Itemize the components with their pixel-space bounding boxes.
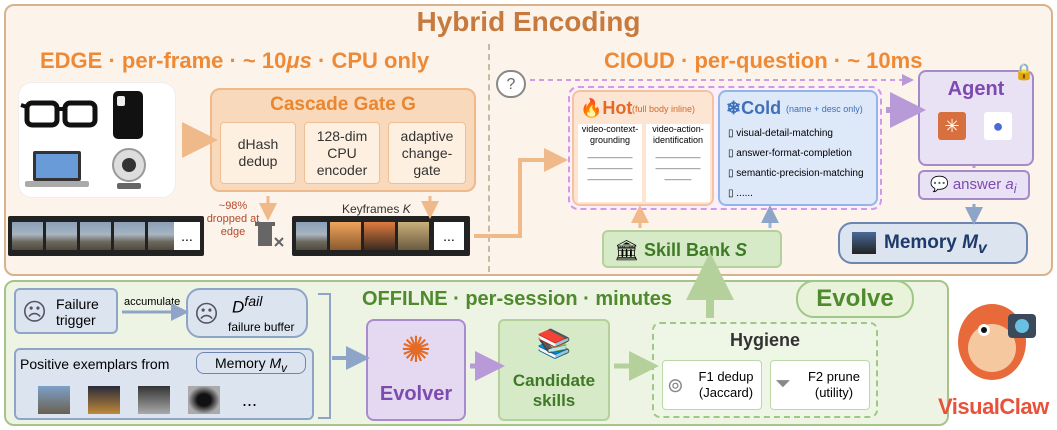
hygiene-f2: ⏷ F2 prune (utility) xyxy=(770,360,870,410)
hygiene-f1: ⊚ F1 dedup (Jaccard) xyxy=(662,360,762,410)
positive-memory: Memory Mv xyxy=(196,352,306,375)
memory-box: Memory Mv xyxy=(838,222,1028,264)
gate-title: Cascade Gate G xyxy=(270,94,416,115)
claude-icon: ✳ xyxy=(938,112,966,140)
webcam-icon xyxy=(112,148,146,189)
hot-skill-2: video-action-identification――――――――――――― xyxy=(646,124,710,202)
bank-icon: 🏛 xyxy=(614,240,640,262)
stage-encoder: 128-dim CPU encoder xyxy=(304,122,380,184)
page-title: Hybrid Encoding xyxy=(416,6,641,37)
cold-skill-1: ▯ visual-detail-matching xyxy=(728,128,833,139)
funnel-icon: ⏷ xyxy=(775,373,791,395)
hot-note: (full body inline) xyxy=(632,104,696,114)
exemplar-ellipsis: ... xyxy=(242,390,258,410)
agent-label: Agent xyxy=(947,78,1005,100)
exemplar-3 xyxy=(138,386,170,414)
agent-box: Agent ✳ ● xyxy=(918,70,1034,166)
filmstrip-ellipsis: ... xyxy=(174,222,200,250)
edge-cloud-divider xyxy=(488,44,490,272)
offline-header: OFFILNE · per-session · minutes xyxy=(362,288,673,310)
failure-buffer: ☹ Dfail failure buffer xyxy=(186,288,308,338)
venn-icon: ⊚ xyxy=(667,375,684,397)
evolver-icon: ✺ xyxy=(400,329,432,370)
candidate-label: Candidate skills xyxy=(512,371,596,410)
edge-devices-card xyxy=(18,82,176,198)
stage-change-gate: adaptive change-gate xyxy=(388,122,466,184)
mascot-icon xyxy=(948,282,1044,390)
dropped-note: ~98% dropped at edge xyxy=(206,200,260,238)
cloud-header: CIOUD · per-question · ~ 10ms xyxy=(604,48,923,73)
positive-exemplars: Positive exemplars from Memory Mv ... xyxy=(14,348,314,420)
exemplar-4 xyxy=(188,386,220,414)
laptop-icon xyxy=(25,151,89,187)
model-icon: ● xyxy=(984,112,1012,140)
lock-icon: 🔒 xyxy=(1014,64,1034,81)
hot-title: 🔥Hot xyxy=(580,98,633,118)
exemplar-1 xyxy=(38,386,70,414)
cold-skill-4: ▯ ...... xyxy=(728,188,753,199)
skill-bank: 🏛 Skill Bank S xyxy=(602,230,782,268)
cold-note: (name + desc only) xyxy=(786,104,863,114)
keyframes-filmstrip: ... xyxy=(292,216,470,256)
f2-label: F2 prune (utility) xyxy=(807,369,861,400)
exemplar-2 xyxy=(88,386,120,414)
memory-thumb xyxy=(852,232,876,254)
input-filmstrip: ... xyxy=(8,216,204,256)
failure-trigger: ☹ Failure trigger xyxy=(14,288,118,334)
books-icon: 📚 xyxy=(536,328,572,359)
cold-skill-3: ▯ semantic-precision-matching xyxy=(728,168,864,179)
evolver-box: ✺ Evolver xyxy=(366,319,466,421)
cold-skill-2: ▯ answer-format-completion xyxy=(728,148,852,159)
hot-skills-box: 🔥Hot (full body inline) video-context-gr… xyxy=(572,90,714,206)
stage-dhash: dHash dedup xyxy=(220,122,296,184)
evolver-label: Evolver xyxy=(379,383,453,405)
answer-box: 💬 answer ai xyxy=(918,170,1030,200)
sad-face-icon: ☹ xyxy=(22,299,48,326)
brand-logo: VisualClaw xyxy=(938,394,1049,419)
f1-label: F1 dedup (Jaccard) xyxy=(698,369,754,400)
skill-bank-label: Skill Bank S xyxy=(644,240,748,260)
phone-icon xyxy=(113,91,143,139)
devices-icons xyxy=(20,91,146,189)
accumulate-label: accumulate xyxy=(124,296,181,308)
buffer-sad-icon: ☹ xyxy=(194,301,220,328)
hygiene-box: Hygiene ⊚ F1 dedup (Jaccard) ⏷ F2 prune … xyxy=(652,322,878,418)
glasses-icon xyxy=(20,100,98,128)
failure-trigger-label: Failure trigger xyxy=(56,296,99,328)
cold-title: ❄Cold xyxy=(726,98,782,118)
cold-skills-box: ❄Cold (name + desc only) ▯ visual-detail… xyxy=(718,90,878,206)
positive-label: Positive exemplars from xyxy=(20,356,170,372)
failure-buffer-symbol: Dfail xyxy=(232,294,263,317)
hygiene-title: Hygiene xyxy=(729,330,801,350)
evolve-badge: Evolve xyxy=(796,280,914,318)
candidate-skills: 📚 Candidate skills xyxy=(498,319,610,421)
keyframes-ellipsis: ... xyxy=(434,222,464,250)
keyframes-label: Keyframes K xyxy=(342,202,411,216)
failure-buffer-label: failure buffer xyxy=(228,320,295,334)
hot-skill-1: video-context-grounding――――――――――――――― xyxy=(578,124,642,202)
edge-header: EDGE · per-frame · ~ 10μs · CPU only xyxy=(40,48,430,73)
question-bubble-icon: ? xyxy=(496,70,526,98)
memory-label: Memory Mv xyxy=(884,232,987,257)
cascade-gate: Cascade Gate G dHash dedup 128-dim CPU e… xyxy=(210,88,476,192)
